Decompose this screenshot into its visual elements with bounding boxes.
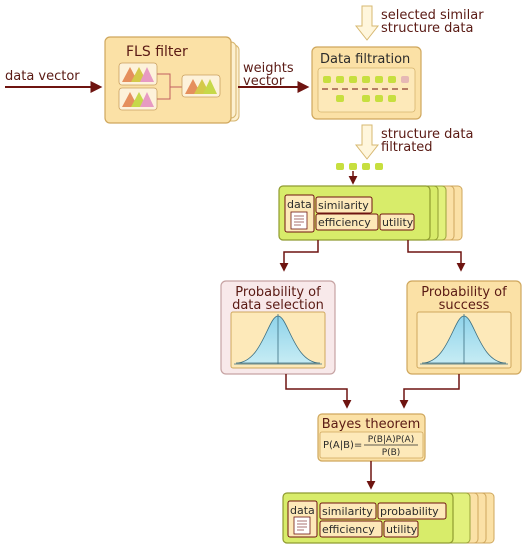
data-dot	[375, 163, 383, 170]
efficiency-tag-label: efficiency	[318, 216, 371, 229]
efficiency-tag-label: efficiency	[322, 523, 375, 536]
utility-tag	[379, 213, 415, 231]
arrow-success-to-bayes	[399, 374, 460, 409]
prob-success-title-1: Probability of	[421, 285, 507, 300]
fuzzy-triangle-icon	[140, 67, 154, 82]
bayes-denominator: P(B)	[382, 448, 401, 458]
weights-label-1: weights	[243, 61, 294, 76]
data-vector-group: data vector	[5, 69, 103, 93]
selected-label-2: structure data	[381, 21, 473, 36]
weights-label-2: vector	[243, 74, 285, 89]
utility-tag	[383, 520, 419, 538]
fuzzy-triangle-icon	[203, 79, 217, 94]
fls-filter-box: FLS filter	[104, 36, 240, 124]
document-icon	[290, 211, 308, 230]
result-card-stack: data similarity probability efficiency u…	[282, 492, 495, 544]
arrow-to-success	[407, 240, 466, 272]
data-dot	[401, 76, 409, 83]
filtration-inner	[317, 67, 416, 113]
data-tag-label: data	[290, 504, 315, 517]
data-dot	[375, 76, 383, 83]
data-dot	[388, 76, 396, 83]
selected-block-arrow	[354, 5, 380, 41]
bayes-numerator: P(B|A)P(A)	[368, 435, 414, 445]
filtration-dots-row-1	[323, 76, 409, 83]
bayes-theorem-box: Bayes theorem P(A|B)= P(B|A)P(A) P(B)	[317, 413, 426, 462]
probability-success-box: Probability of success	[406, 280, 522, 375]
arrow-selection-to-bayes	[285, 374, 352, 409]
data-tag-label: data	[287, 198, 312, 211]
efficiency-tag	[319, 520, 383, 538]
structure-label-1: structure data	[381, 127, 473, 142]
structure-filtrated-group: structure data filtrated	[336, 124, 473, 185]
data-dot	[323, 76, 331, 83]
similarity-tag	[319, 502, 377, 520]
probability-tag	[377, 502, 447, 520]
utility-tag-label: utility	[386, 523, 418, 536]
probability-tag-label: probability	[380, 505, 439, 518]
data-dot	[375, 95, 383, 102]
data-dot	[349, 76, 357, 83]
fls-connector	[157, 87, 171, 100]
selected-label-1: selected similar	[381, 8, 484, 23]
document-icon	[293, 516, 311, 535]
similarity-tag-label: similarity	[318, 199, 369, 212]
data-dot	[388, 95, 396, 102]
data-dot	[336, 76, 344, 83]
fls-filter-title: FLS filter	[126, 44, 188, 60]
data-dot	[362, 163, 370, 170]
fls-connector	[157, 73, 182, 88]
similarity-tag	[315, 196, 373, 214]
weights-vector-group: weights vector	[238, 61, 310, 93]
data-dot	[336, 95, 344, 102]
bayes-lhs: P(A|B)=	[323, 440, 362, 451]
data-filtration-box: Data filtration	[311, 46, 422, 120]
data-vector-label: data vector	[5, 69, 80, 84]
probability-selection-box: Probability of data selection	[220, 280, 336, 375]
data-filtration-title: Data filtration	[320, 52, 410, 67]
data-dot	[349, 163, 357, 170]
selected-similar-group: selected similar structure data	[354, 5, 484, 41]
structure-label-2: filtrated	[381, 140, 433, 155]
prob-success-title-2: success	[439, 298, 490, 313]
similarity-tag-label: similarity	[322, 505, 373, 518]
structure-block-arrow	[354, 124, 380, 160]
bayes-title: Bayes theorem	[322, 417, 421, 432]
efficiency-tag	[315, 213, 379, 231]
data-dot	[336, 163, 344, 170]
utility-tag-label: utility	[382, 216, 414, 229]
arrow-to-selection	[279, 240, 319, 272]
prob-selection-title-2: data selection	[232, 298, 324, 313]
structure-card-stack: data similarity efficiency utility	[278, 185, 463, 241]
prob-selection-title-1: Probability of	[235, 285, 321, 300]
fuzzy-triangle-icon	[140, 92, 154, 107]
data-dot	[362, 95, 370, 102]
filtrated-dots	[336, 163, 383, 170]
data-dot	[362, 76, 370, 83]
filtration-dots-row-2	[336, 95, 396, 102]
